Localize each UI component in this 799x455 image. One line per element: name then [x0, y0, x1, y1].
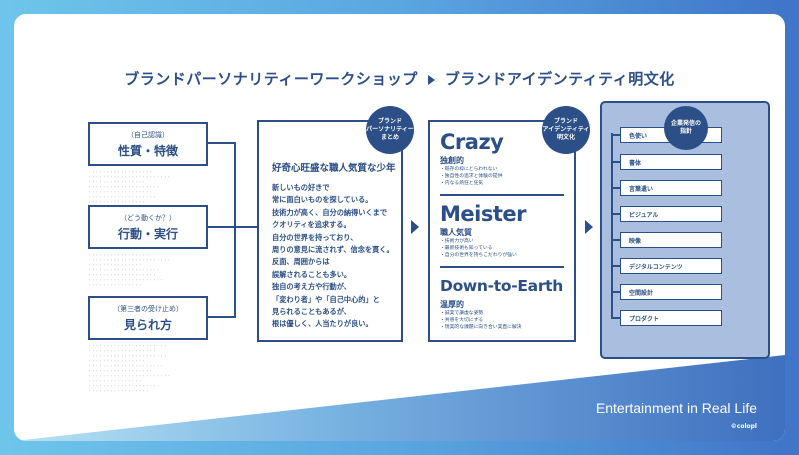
personality-heading: 好奇心旺盛な職人気質な少年: [272, 163, 396, 174]
identity-item: ・内なる熱狂と狂気: [440, 181, 484, 186]
box-action-sub: （どう動くか？）: [120, 214, 176, 222]
divider: [440, 266, 564, 268]
slide-title: ブランドパーソナリティーワークショップ ブランドアイデンティティ明文化: [14, 68, 785, 89]
guideline-item: 言葉遣い: [620, 180, 722, 196]
title-right: ブランドアイデンティティ明文化: [444, 70, 675, 88]
divider: [440, 194, 564, 196]
identity-item: ・自分の世界を持ちこだわりが強い: [440, 253, 517, 258]
box-perception-sub: （第三者の受け止め）: [113, 305, 183, 313]
identity-item: ・独自性の追求と体験の提供: [440, 174, 503, 179]
title-arrow-icon: [427, 74, 435, 85]
box-action: （どう動くか？） 行動・実行: [88, 205, 208, 249]
connector: [208, 316, 235, 318]
guideline-item: 空間設計: [620, 284, 722, 300]
guidelines-tick: [611, 291, 620, 293]
box-nature: （自己認識） 性質・特徴: [88, 122, 208, 166]
box-perception: （第三者の受け止め） 見られ方: [88, 296, 208, 340]
identity-item: ・技術力が高い: [440, 239, 474, 244]
notes-nature: ・・・・・・・・・・・・・・・・・・・・・・・・・・・・・・・・・・・・・・・・…: [88, 170, 171, 204]
guidelines-tick: [611, 317, 620, 319]
identity-badge: ブランド アイデンティティ 明文化: [542, 106, 590, 154]
identity-item: ・共感を大切にする: [440, 318, 484, 323]
guidelines-tick: [611, 213, 620, 215]
identity-dte-sub: 温厚的: [440, 300, 464, 309]
footer-brand-logo: ©colopl: [730, 423, 757, 430]
connector: [208, 142, 235, 144]
guidelines-tick: [611, 134, 620, 136]
identity-crazy: Crazy 独創的 ・既存の枠にとらわれない ・独自性の追求と体験の提供 ・内な…: [440, 131, 564, 187]
guidelines-tick: [611, 161, 620, 163]
guideline-item: プロダクト: [620, 310, 722, 326]
guidelines-connector: [611, 133, 613, 319]
identity-meister: Meister 職人気質 ・技術力が高い ・最新技術も知っている ・自分の世界を…: [440, 203, 564, 259]
guidelines-tick: [611, 187, 620, 189]
personality-summary-box: 好奇心旺盛な職人気質な少年 新しいもの好きで 常に面白いものを探している。 技術…: [257, 120, 403, 342]
identity-item: ・誠実で謙虚な姿勢: [440, 311, 484, 316]
personality-body: 新しいもの好きで 常に面白いものを探している。 技術力が高く、自分の納得いくまで…: [272, 183, 394, 329]
guidelines-tick: [611, 265, 620, 267]
connector: [234, 142, 236, 318]
personality-badge: ブランド パーソナリティー まとめ: [366, 106, 414, 154]
identity-crazy-sub: 独創的: [440, 156, 464, 165]
guideline-item: 書体: [620, 154, 722, 170]
guidelines-badge: 企業発信の 指針: [664, 106, 708, 150]
box-action-main: 行動・実行: [117, 227, 178, 241]
title-left: ブランドパーソナリティーワークショップ: [124, 70, 418, 88]
notes-action: ・・・・・・・・・・・・・・・・・・・・・・・・・・・・・・・・・・・・・・・・…: [88, 253, 171, 287]
box-perception-main: 見られ方: [123, 318, 172, 332]
notes-perception: ・・・・・・・・・・・・・・・・・・・・・・・・・・・・・・・・・・・・・・・・…: [88, 344, 171, 393]
identity-crazy-title: Crazy: [440, 130, 504, 154]
box-nature-main: 性質・特徴: [117, 144, 178, 158]
identity-item: ・現実的な課題に向き合い実直に解決: [440, 325, 522, 330]
identity-item: ・既存の枠にとらわれない: [440, 167, 498, 172]
identity-meister-sub: 職人気質: [440, 228, 472, 237]
footer-tagline: Entertainment in Real Life: [595, 400, 757, 416]
guideline-item: デジタルコンテンツ: [620, 258, 722, 274]
identity-box: Crazy 独創的 ・既存の枠にとらわれない ・独自性の追求と体験の提供 ・内な…: [428, 120, 576, 342]
identity-meister-title: Meister: [440, 202, 526, 226]
slide: ブランドパーソナリティーワークショップ ブランドアイデンティティ明文化 （自己認識…: [14, 14, 785, 441]
connector: [208, 226, 257, 228]
arrow-right-icon: [411, 220, 419, 234]
arrow-right-icon: [585, 220, 593, 234]
box-nature-sub: （自己認識）: [127, 131, 169, 139]
identity-item: ・最新技術も知っている: [440, 246, 493, 251]
guidelines-tick: [611, 239, 620, 241]
guideline-item: 映像: [620, 232, 722, 248]
guideline-item: ビジュアル: [620, 206, 722, 222]
identity-down-to-earth: Down-to-Earth 温厚的 ・誠実で謙虚な姿勢 ・共感を大切にする ・現…: [440, 275, 564, 331]
identity-dte-title: Down-to-Earth: [440, 277, 564, 295]
